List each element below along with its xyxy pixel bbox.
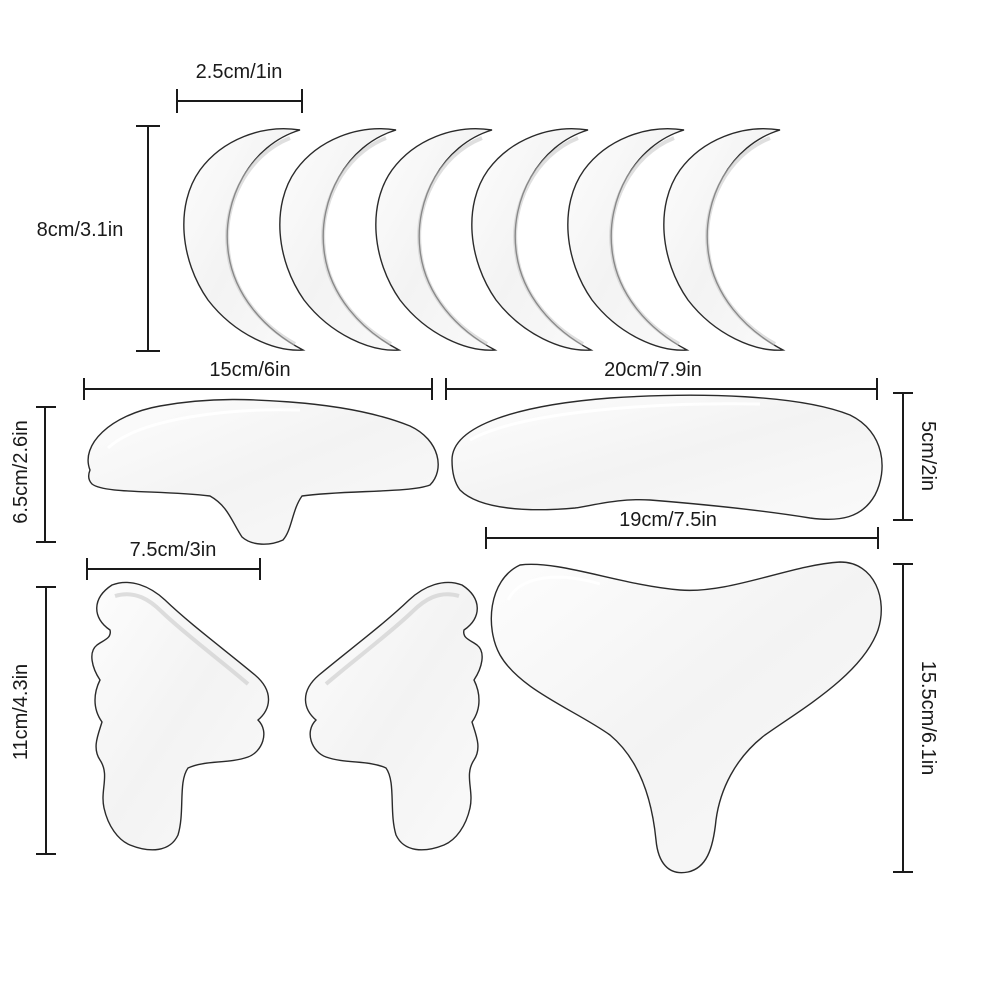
butterfly-pad-left bbox=[91, 581, 270, 851]
crescent-pad-6 bbox=[663, 128, 784, 351]
long-height-rule bbox=[893, 392, 913, 521]
chest-width-rule bbox=[485, 527, 879, 549]
long-width-rule bbox=[445, 378, 878, 400]
butterfly-height-label: 11cm/4.3in bbox=[10, 664, 32, 760]
moon-height-rule bbox=[136, 125, 160, 352]
crescent-pad-5 bbox=[567, 128, 688, 351]
forehead-height-label: 6.5cm/2.6in bbox=[10, 420, 32, 523]
chest-height-rule bbox=[893, 563, 913, 873]
butterfly-width-rule bbox=[86, 558, 261, 580]
chest-height-label: 15.5cm/6.1in bbox=[917, 661, 939, 776]
moon-width-rule bbox=[176, 89, 303, 113]
butterfly-pad-right bbox=[304, 581, 483, 851]
chest-width-label: 19cm/7.5in bbox=[619, 509, 717, 531]
butterfly-width-label: 7.5cm/3in bbox=[130, 539, 217, 561]
crescent-pad-4 bbox=[471, 128, 592, 351]
forehead-height-rule bbox=[36, 406, 56, 543]
crescent-pads-group bbox=[183, 128, 784, 351]
crescent-pad-2 bbox=[279, 128, 400, 351]
long-width-label: 20cm/7.9in bbox=[604, 359, 702, 381]
forehead-width-rule bbox=[83, 378, 433, 400]
moon-width-label: 2.5cm/1in bbox=[196, 61, 283, 83]
crescent-pad-3 bbox=[375, 128, 496, 351]
moon-height-label: 8cm/3.1in bbox=[37, 219, 124, 241]
crescent-pad-1 bbox=[183, 128, 304, 351]
long-height-label: 5cm/2in bbox=[917, 421, 939, 491]
long-forehead-pad bbox=[451, 394, 883, 521]
chest-pad bbox=[490, 561, 882, 874]
butterfly-height-rule bbox=[36, 586, 56, 855]
forehead-width-label: 15cm/6in bbox=[209, 359, 290, 381]
forehead-pad bbox=[87, 398, 439, 545]
